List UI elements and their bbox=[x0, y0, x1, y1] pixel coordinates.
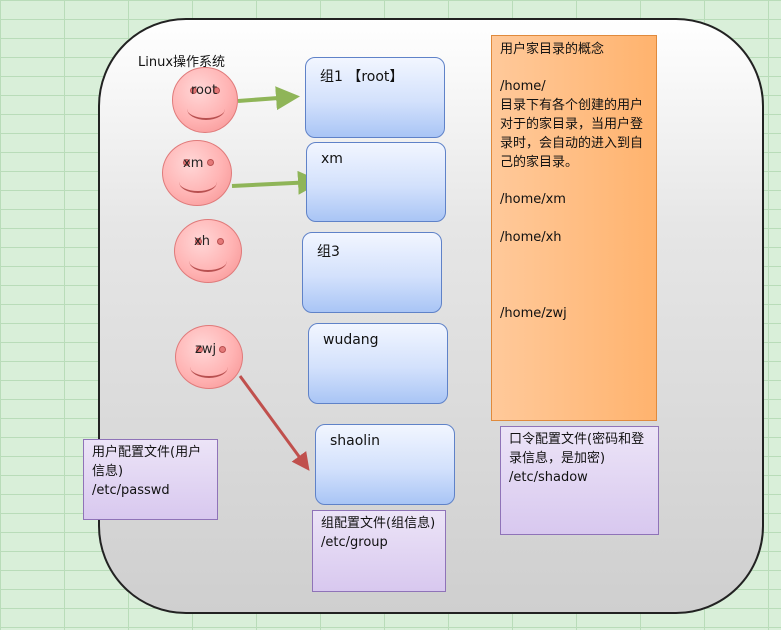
face-mouth bbox=[190, 356, 228, 378]
face-eye bbox=[195, 238, 202, 245]
face-mouth bbox=[187, 98, 225, 120]
user-zwj-face: zwj bbox=[175, 325, 243, 389]
face-eye bbox=[213, 87, 220, 94]
user-xh-face: xh bbox=[174, 219, 242, 283]
diagram-title: Linux操作系统 bbox=[138, 55, 226, 70]
shadow-note-path: /etc/shadow bbox=[509, 470, 588, 485]
face-eye bbox=[190, 87, 197, 94]
user-xh-label: xh bbox=[194, 234, 210, 249]
shadow-note: 口令配置文件(密码和登录信息，是加密) /etc/shadow bbox=[500, 426, 659, 535]
group-label: wudang bbox=[323, 332, 379, 348]
face-eye bbox=[219, 346, 226, 353]
passwd-note-description: 用户配置文件(用户信息) bbox=[92, 445, 202, 479]
concept-heading: 用户家目录的概念 bbox=[500, 42, 605, 57]
group-box-shaolin: shaolin bbox=[315, 424, 455, 505]
passwd-note-path: /etc/passwd bbox=[92, 483, 170, 498]
user-xm-label: xm bbox=[183, 156, 204, 171]
concept-home-path: /home/ bbox=[500, 79, 546, 94]
group-box-wudang: wudang bbox=[308, 323, 448, 404]
group-note-path: /etc/group bbox=[321, 535, 388, 550]
group-note-description: 组配置文件(组信息) bbox=[321, 516, 436, 531]
face-eye bbox=[183, 159, 190, 166]
face-mouth bbox=[179, 171, 217, 193]
concept-path-xh: /home/xh bbox=[500, 230, 562, 245]
passwd-note: 用户配置文件(用户信息) /etc/passwd bbox=[83, 439, 218, 520]
user-xm-face: xm bbox=[162, 140, 232, 206]
group-label: 组1 【root】 bbox=[320, 69, 404, 85]
group-label: 组3 bbox=[317, 244, 340, 260]
group-note: 组配置文件(组信息) /etc/group bbox=[312, 510, 446, 592]
user-zwj-label: zwj bbox=[195, 342, 217, 357]
group-box-group3: 组3 bbox=[302, 232, 442, 313]
arrow-xm-to-group-xm bbox=[231, 170, 322, 195]
group-box-group1: 组1 【root】 bbox=[305, 57, 445, 138]
home-directory-concept-box: 用户家目录的概念 /home/ 目录下有各个创建的用户对于的家目录，当用户登录时… bbox=[491, 35, 657, 421]
face-eye bbox=[207, 159, 214, 166]
concept-path-xm: /home/xm bbox=[500, 192, 566, 207]
face-mouth bbox=[189, 250, 227, 272]
user-root-face: root bbox=[172, 67, 238, 133]
concept-path-zwj: /home/zwj bbox=[500, 306, 567, 321]
arrow-root-to-group1 bbox=[237, 86, 300, 111]
concept-description: 目录下有各个创建的用户对于的家目录，当用户登录时，会自动的进入到自己的家目录。 bbox=[500, 98, 644, 170]
shadow-note-description: 口令配置文件(密码和登录信息，是加密) bbox=[509, 432, 645, 466]
arrow-zwj-to-shaolin bbox=[238, 375, 310, 471]
face-eye bbox=[196, 346, 203, 353]
user-root-label: root bbox=[191, 83, 218, 98]
group-label: xm bbox=[321, 151, 343, 167]
face-eye bbox=[217, 238, 224, 245]
group-label: shaolin bbox=[330, 433, 380, 449]
group-box-xm: xm bbox=[306, 142, 446, 222]
